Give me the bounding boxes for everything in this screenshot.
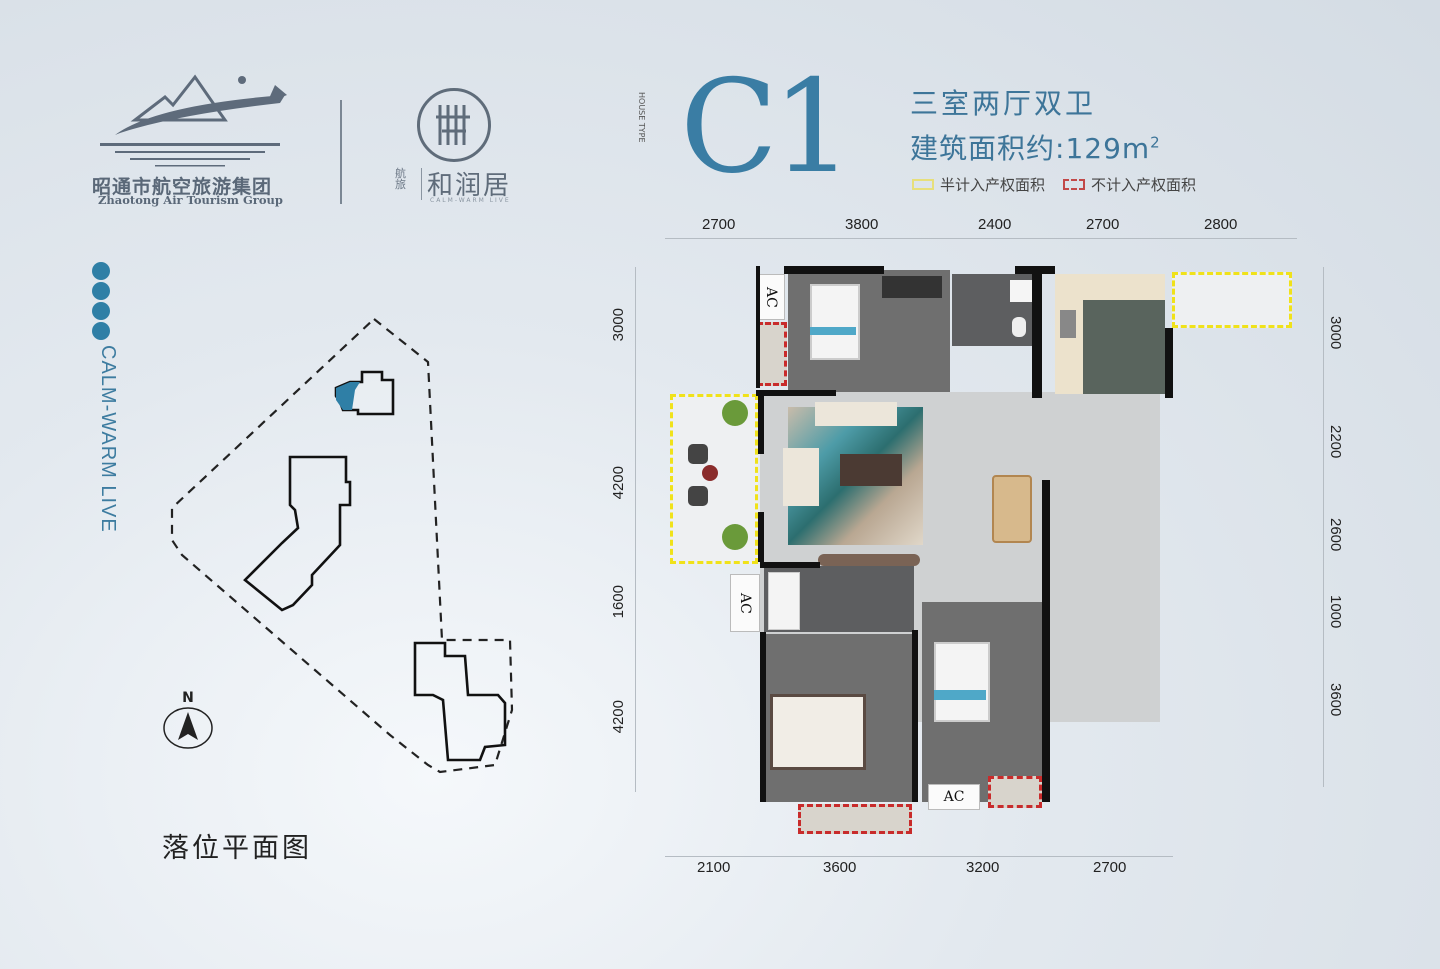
dim-bottom-2: 3600 <box>823 859 857 876</box>
bottom-dimension-line <box>665 856 1173 857</box>
legend-label: 半计入产权面积 <box>940 176 1046 194</box>
dim-left-4: 4200 <box>610 700 627 734</box>
tv-cabinet-icon <box>818 554 920 566</box>
bay-window-north <box>757 322 787 386</box>
building-outlines <box>243 370 507 762</box>
legend-label: 不计入产权面积 <box>1091 176 1197 194</box>
bay-window-south-east <box>988 776 1042 808</box>
project-emblem-icon <box>417 88 491 162</box>
wall <box>1032 266 1042 398</box>
company-logo <box>95 65 295 170</box>
site-plan-caption: 落位平面图 <box>162 833 312 864</box>
wall <box>758 512 764 562</box>
sink-icon <box>1010 280 1032 302</box>
ac-unit-west: AC <box>730 574 760 632</box>
vertical-slogan-block <box>88 262 114 562</box>
company-name-en: Zhaotong Air Tourism Group <box>98 193 283 207</box>
project-name-cn: 和润居 <box>427 171 512 201</box>
coffee-table-icon <box>840 454 902 486</box>
vertical-slogan: CALM-WARM LIVE <box>97 345 119 533</box>
compass-arrow-icon <box>163 707 213 749</box>
site-boundary <box>170 317 514 774</box>
wall <box>760 562 820 568</box>
bathtub-icon <box>768 572 800 630</box>
wall <box>912 630 918 802</box>
wall <box>760 632 766 802</box>
decorative-circles-icon <box>88 262 114 340</box>
dim-top-3: 2400 <box>978 216 1012 233</box>
balcony-plant-icon <box>722 524 748 550</box>
bed-stripe <box>934 690 986 700</box>
project-prefix: 航旅 <box>395 167 406 191</box>
unit-layout: 三室两厅双卫 <box>910 87 1097 120</box>
dim-left-2: 4200 <box>610 466 627 500</box>
balcony-plant-icon <box>722 400 748 426</box>
floor-plan: AC AC AC <box>660 262 1300 842</box>
logo-divider <box>340 100 342 204</box>
wall <box>756 266 760 388</box>
area-value: 129m <box>1065 132 1151 165</box>
area-unit-sup: 2 <box>1150 133 1161 152</box>
north-label: N <box>182 690 194 706</box>
ac-unit-south: AC <box>928 784 980 810</box>
dim-right-2: 2200 <box>1327 425 1344 459</box>
red-swatch-icon <box>1063 179 1086 190</box>
dining-table-icon <box>992 475 1032 543</box>
left-dimension-line <box>635 267 636 792</box>
wardrobe <box>882 276 942 298</box>
dim-bottom-1: 2100 <box>697 859 731 876</box>
site-plan-map <box>170 317 514 774</box>
area-label: 建筑面积约: <box>910 132 1066 165</box>
stove-icon <box>1060 310 1076 338</box>
toilet-icon <box>1012 317 1026 337</box>
dim-right-3: 2600 <box>1327 518 1344 552</box>
wall <box>1042 480 1050 802</box>
area-legend: 半计入产权面积 不计入产权面积 <box>912 174 1196 195</box>
dim-bottom-4: 2700 <box>1093 859 1127 876</box>
company-name-cn: 昭通市航空旅游集团 <box>92 176 273 198</box>
top-dimension-line <box>665 238 1297 239</box>
bed-stripe <box>810 327 856 335</box>
wall <box>784 266 884 274</box>
legend-item-excluded: 不计入产权面积 <box>1063 174 1196 195</box>
dim-left-1: 3000 <box>610 308 627 342</box>
sofa-icon <box>815 402 897 426</box>
dim-right-5: 3600 <box>1327 683 1344 717</box>
kitchen-counter-top <box>1083 274 1165 300</box>
yellow-swatch-icon <box>912 179 934 190</box>
balcony-service <box>1172 272 1292 328</box>
armchair-icon <box>783 448 819 506</box>
right-dimension-line <box>1323 267 1324 787</box>
dim-top-2: 3800 <box>845 216 879 233</box>
mountain-plane-icon <box>100 74 287 167</box>
highlighted-building <box>336 382 360 410</box>
project-name-en: CALM-WARM LIVE <box>430 197 511 204</box>
balcony-chair-icon <box>688 444 708 464</box>
unit-code: C1 <box>680 53 853 202</box>
bed-icon <box>934 642 990 722</box>
balcony-chair-icon <box>688 486 708 506</box>
dim-left-3: 1600 <box>610 585 627 619</box>
dim-right-1: 3000 <box>1327 316 1344 350</box>
master-bed-icon <box>770 694 866 770</box>
dim-top-4: 2700 <box>1086 216 1120 233</box>
house-type-label: HOUSE TYPE <box>637 92 646 143</box>
dim-top-5: 2800 <box>1204 216 1238 233</box>
bay-window-south <box>798 804 912 834</box>
project-divider <box>421 168 422 200</box>
balcony-table-icon <box>702 465 718 481</box>
north-arrow: N <box>162 690 214 760</box>
dim-top-1: 2700 <box>702 216 736 233</box>
wall <box>758 394 764 454</box>
dim-right-4: 1000 <box>1327 595 1344 629</box>
bed-icon <box>810 284 860 360</box>
wall <box>756 390 836 396</box>
legend-item-half: 半计入产权面积 <box>912 174 1045 195</box>
dim-bottom-3: 3200 <box>966 859 1000 876</box>
ac-unit-north: AC <box>757 274 785 320</box>
wall <box>1165 328 1173 398</box>
unit-area: 建筑面积约:129m2 <box>910 127 1161 167</box>
